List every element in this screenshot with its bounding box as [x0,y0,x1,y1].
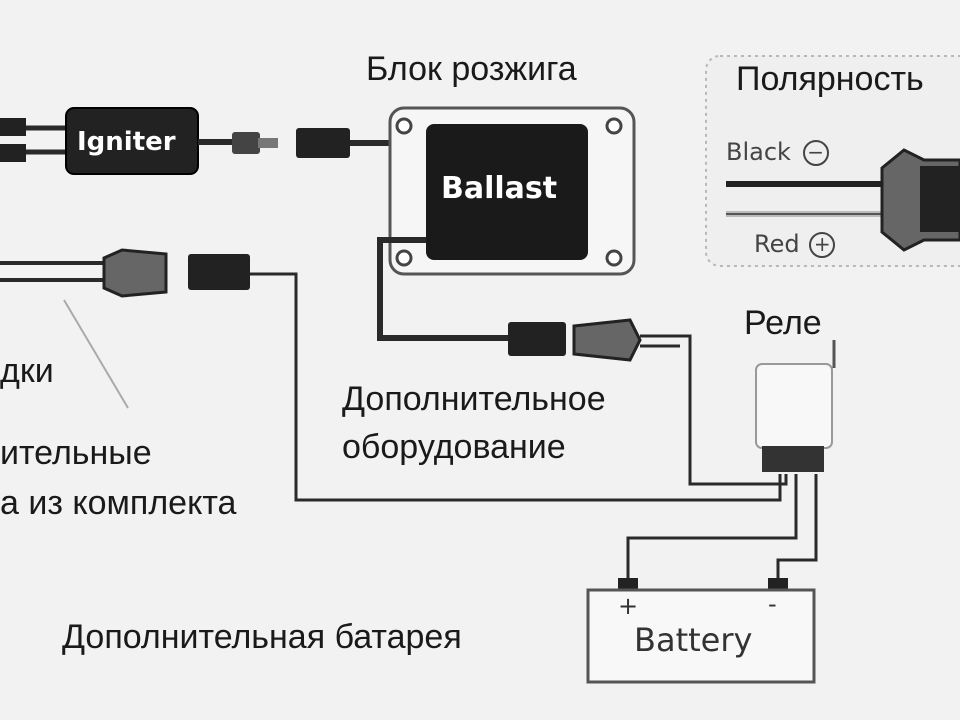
left-connector-top [0,118,26,136]
battery-label: Battery [634,621,753,659]
equipment-socket [508,322,566,356]
wire-equipment-to-relay [640,334,788,486]
ignition-unit-title: Блок розжига [366,50,577,88]
left-connector-bottom [0,144,26,162]
wire-ballast-down [377,237,510,341]
equipment-plug [572,318,642,362]
polarity-red-text: Red [754,230,800,258]
extra-battery-label: Дополнительная батарея [62,618,462,656]
ballast-label: Ballast [441,171,558,206]
left-fragment-3: а из комплекта [0,484,237,522]
extra-equipment-line1: Дополнительное [342,380,606,418]
extra-equipment-line2: оборудование [342,428,566,466]
relay-base [762,446,824,472]
wire-left-lower [0,261,110,282]
polarity-red-label: Red + [754,230,836,258]
left-lower-plug [102,248,168,298]
battery-minus-sign: - [768,590,777,618]
wire-relay-to-battery-minus [776,474,818,582]
polarity-black-text: Black [726,138,791,166]
plus-circle-icon: + [809,232,836,258]
igniter-plug-tip [258,138,278,148]
ballast-hole-tr [605,117,623,135]
polarity-black-label: Black − [726,140,829,166]
polarity-connector-dark [920,166,960,232]
ballast-body [426,124,588,260]
relay-body [755,363,833,449]
wire-relay-to-battery-plus [626,474,798,582]
igniter-plug [232,132,260,154]
left-fragment-2: ительные [0,434,152,472]
ballast-hole-br [605,249,623,267]
ballast-hole-bl [395,249,413,267]
left-lower-socket [188,254,250,290]
ballast-input-socket [296,128,350,158]
battery-plus-sign: + [618,592,639,620]
wire-diagonal-hint [63,299,129,409]
battery-body [586,588,816,684]
ballast-hole-tl [395,117,413,135]
wire-left-socket-to-relay [250,272,782,502]
minus-circle-icon: − [802,140,829,166]
polarity-title: Полярность [736,60,924,98]
left-fragment-1: дки [0,352,54,390]
igniter-label: Igniter [77,127,176,157]
relay-title: Реле [744,304,822,342]
